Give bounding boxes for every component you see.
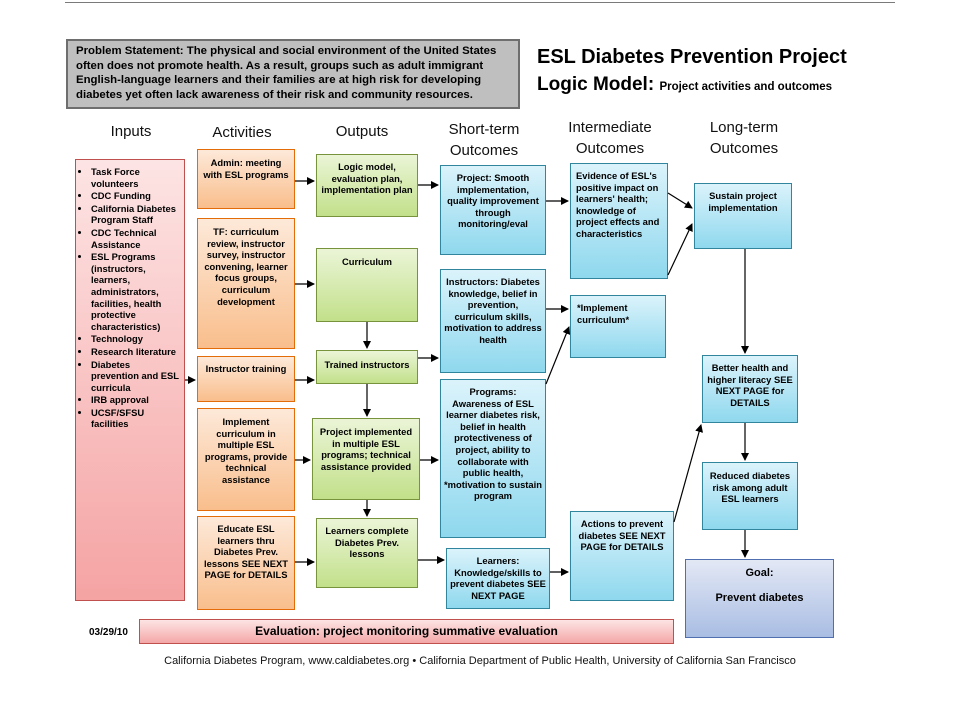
activity-tf: TF: curriculum review, instructor survey… bbox=[197, 218, 295, 349]
short-term-instructors: Instructors: Diabetes knowledge, belief … bbox=[440, 269, 546, 373]
arrow-evidence-to-sustain bbox=[667, 192, 693, 209]
input-item: CDC Technical Assistance bbox=[91, 227, 180, 250]
column-header-intermediate: Intermediate Outcomes bbox=[568, 119, 652, 157]
output-curriculum: Curriculum bbox=[316, 248, 418, 322]
column-header-inputs: Inputs bbox=[110, 123, 152, 140]
output-project-implemented: Project implemented in multiple ESL prog… bbox=[312, 418, 420, 500]
footer-credit: California Diabetes Program, www.caldiab… bbox=[164, 655, 796, 667]
page-title: ESL Diabetes Prevention Project bbox=[537, 46, 847, 68]
output-trained-instructors: Trained instructors bbox=[316, 350, 418, 384]
input-item: UCSF/SFSU facilities bbox=[91, 407, 180, 430]
column-header-activities: Activities bbox=[212, 124, 272, 141]
activity-admin: Admin: meeting with ESL programs bbox=[197, 149, 295, 209]
goal-label: Goal: bbox=[745, 567, 774, 579]
short-term-project: Project: Smooth implementation, quality … bbox=[440, 165, 546, 255]
intermediate-evidence: Evidence of ESL's positive impact on lea… bbox=[570, 163, 668, 279]
column-header-long-term: Long-term Outcomes bbox=[709, 119, 779, 157]
input-item: Diabetes prevention and ESL curricula bbox=[91, 359, 180, 394]
activity-implement: Implement curriculum in multiple ESL pro… bbox=[197, 408, 295, 511]
input-item: CDC Funding bbox=[91, 190, 180, 202]
input-item: Research literature bbox=[91, 346, 180, 358]
evaluation-bar: Evaluation: project monitoring summative… bbox=[139, 619, 674, 644]
top-rule bbox=[65, 2, 895, 3]
output-learners-complete: Learners complete Diabetes Prev. lessons bbox=[316, 518, 418, 588]
long-term-better-health: Better health and higher literacy SEE NE… bbox=[702, 355, 798, 423]
input-item: Technology bbox=[91, 333, 180, 345]
intermediate-implement-curriculum: *Implement curriculum* bbox=[570, 295, 666, 358]
intermediate-actions: Actions to prevent diabetes SEE NEXT PAG… bbox=[570, 511, 674, 601]
page-subtitle: Logic Model: Project activities and outc… bbox=[537, 74, 832, 96]
output-logic-model: Logic model, evaluation plan, implementa… bbox=[316, 154, 418, 217]
arrow-actions-to-better-health bbox=[673, 424, 703, 523]
arrow-evidence-to-sustain-2 bbox=[667, 223, 693, 276]
activity-instructor-training: Instructor training bbox=[197, 356, 295, 402]
input-item: Task Force volunteers bbox=[91, 166, 180, 189]
subtitle-main: Logic Model: bbox=[537, 74, 660, 95]
column-header-short-term: Short-term Outcomes bbox=[448, 121, 520, 159]
subtitle-sub: Project activities and outcomes bbox=[659, 81, 832, 93]
long-term-reduced-risk: Reduced diabetes risk among adult ESL le… bbox=[702, 462, 798, 530]
date-label: 03/29/10 bbox=[89, 627, 128, 638]
activity-educate: Educate ESL learners thru Diabetes Prev.… bbox=[197, 516, 295, 610]
short-term-learners: Learners: Knowledge/skills to prevent di… bbox=[446, 548, 550, 609]
long-term-sustain: Sustain project implementation bbox=[694, 183, 792, 249]
input-item: IRB approval bbox=[91, 394, 180, 406]
goal-text: Prevent diabetes bbox=[715, 592, 804, 604]
inputs-list: Task Force volunteersCDC FundingCaliforn… bbox=[80, 166, 180, 430]
problem-statement: Problem Statement: The physical and soci… bbox=[66, 39, 520, 109]
arrow-programs-to-implement bbox=[545, 326, 571, 385]
short-term-programs: Programs: Awareness of ESL learner diabe… bbox=[440, 379, 546, 538]
input-item: California Diabetes Program Staff bbox=[91, 203, 180, 226]
column-header-outputs: Outputs bbox=[335, 123, 389, 140]
inputs-box: Task Force volunteersCDC FundingCaliforn… bbox=[75, 159, 185, 601]
goal-box: Goal: Prevent diabetes bbox=[685, 559, 834, 638]
input-item: ESL Programs (instructors, learners, adm… bbox=[91, 251, 180, 332]
